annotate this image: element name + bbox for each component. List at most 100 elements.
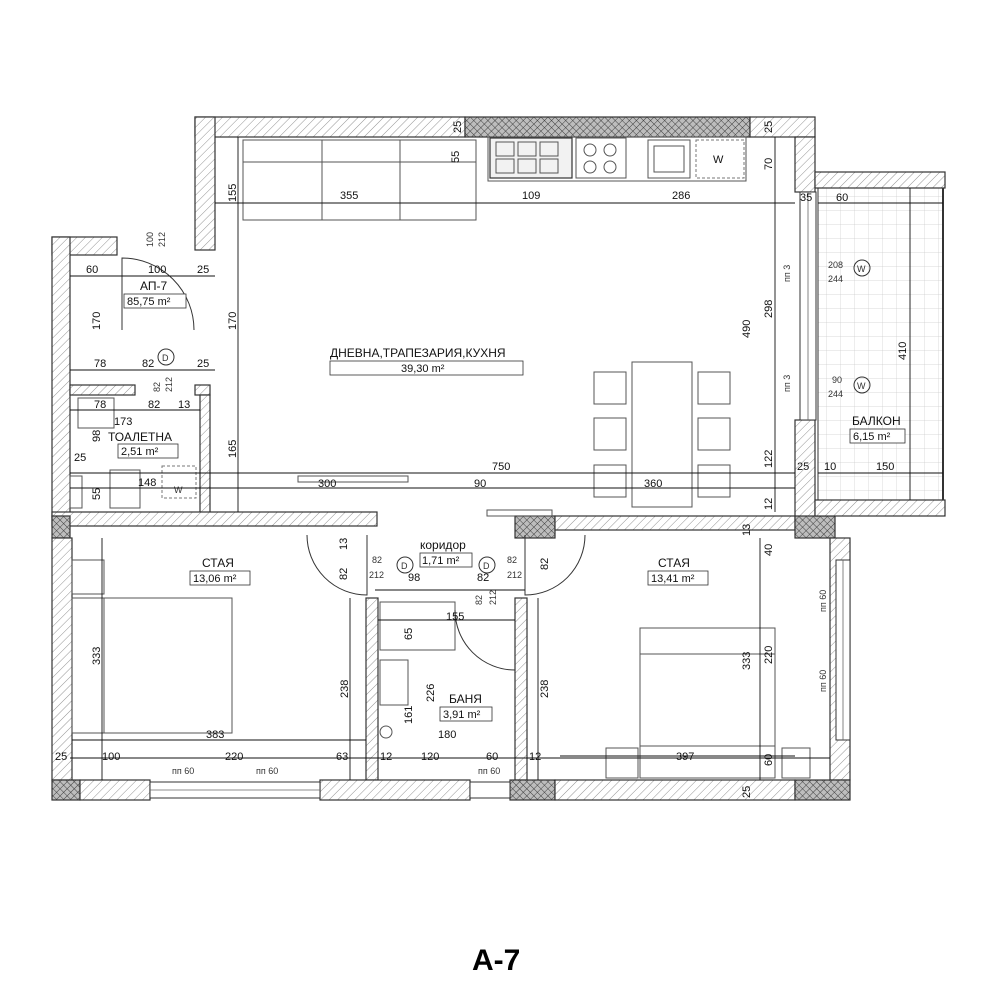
dim-bot-100: 100 <box>102 751 120 763</box>
dim-left-170a: 170 <box>91 312 103 330</box>
dim-pp3a: пп 3 <box>782 265 792 282</box>
dim-top-355: 355 <box>340 190 358 202</box>
cabinet-cell-6 <box>539 158 559 174</box>
room-left-name: СТАЯ <box>202 556 234 570</box>
bath-name: БАНЯ <box>449 692 482 706</box>
dim-bot-63: 63 <box>336 751 348 763</box>
dim-cor-82f: 82 <box>474 595 484 605</box>
wall-living-right-top <box>794 136 816 193</box>
wall-top-mid <box>464 116 751 138</box>
dim-cor-82b: 82 <box>477 572 489 584</box>
dim-top-286: 286 <box>672 190 690 202</box>
unit-name: АП-7 <box>140 279 167 293</box>
tv-unit <box>297 475 409 483</box>
toilet-name: ТОАЛЕТНА <box>108 430 172 444</box>
chair-1 <box>593 371 627 405</box>
unit-area: 85,75 m² <box>127 296 171 308</box>
wall-middle-left <box>51 511 378 527</box>
wall-bottom-1 <box>79 779 151 801</box>
doors <box>121 257 586 671</box>
dim-cor-212a: 212 <box>369 570 384 580</box>
walls <box>51 116 851 801</box>
wall-outer-left <box>51 236 71 518</box>
dim-right-490: 490 <box>741 320 753 338</box>
wall-bottom-3 <box>509 779 556 801</box>
room-left-area-box <box>189 570 251 586</box>
dim-mid-300: 300 <box>318 478 336 490</box>
wall-toilet-top-right <box>194 384 211 396</box>
dim-win-208: 208 <box>828 260 843 270</box>
dim-pp60d: пп 60 <box>818 590 828 612</box>
dim-d-82v: 82 <box>152 382 162 392</box>
chair-3 <box>593 464 627 498</box>
wall-bath-right <box>514 597 528 781</box>
toilet-washer-box <box>161 465 197 499</box>
sofa <box>242 139 477 221</box>
dim-row-25c: 25 <box>197 358 209 370</box>
dim-bal-60: 60 <box>836 192 848 204</box>
dim-top-55: 55 <box>450 151 462 163</box>
living-area: 39,30 m² <box>401 363 445 375</box>
toilet-area-box <box>117 443 179 459</box>
dim-bot-60: 60 <box>486 751 498 763</box>
wall-column-right <box>794 515 836 539</box>
wall-room-left-outer <box>51 537 73 781</box>
dim-right-298: 298 <box>763 300 775 318</box>
wall-bottom-corner-left <box>51 779 81 801</box>
living-area-box <box>329 360 524 376</box>
corridor-area: 1,71 m² <box>422 555 460 567</box>
dim-top-70: 70 <box>763 158 775 170</box>
dim-b-180: 180 <box>438 729 456 741</box>
room-left-area: 13,06 m² <box>193 573 237 585</box>
wall-living-left <box>194 116 216 251</box>
entry-door-arc <box>121 257 195 331</box>
dim-cor-40: 40 <box>763 544 775 556</box>
balcony-area-box <box>849 428 906 444</box>
chair-2 <box>593 417 627 451</box>
dim-left-170b: 170 <box>227 312 239 330</box>
chair-6 <box>697 464 731 498</box>
kitchen-counter <box>487 136 747 182</box>
bed-left-pillows <box>71 597 105 734</box>
door-symbol-bath-label: D <box>483 561 490 571</box>
chair-5 <box>697 417 731 451</box>
dim-rr-60: 60 <box>763 754 775 766</box>
dim-bal-35: 35 <box>800 192 812 204</box>
dim-row-82b: 82 <box>148 399 160 411</box>
bath-toilet <box>379 725 393 739</box>
dim-cor-82a: 82 <box>372 555 382 565</box>
dim-rl-333: 333 <box>91 647 103 665</box>
burner-4 <box>603 160 617 174</box>
wardrobe-right <box>639 745 776 779</box>
dim-entry-25: 25 <box>197 264 209 276</box>
dim-left-155: 155 <box>227 184 239 202</box>
dim-bot-12b: 12 <box>529 751 541 763</box>
window-symbol-1 <box>853 259 871 277</box>
sink-basin <box>653 145 685 173</box>
dim-rr-333: 333 <box>741 652 753 670</box>
dim-b-238: 238 <box>539 680 551 698</box>
dim-cor-13: 13 <box>338 538 350 550</box>
burner-1 <box>583 143 597 157</box>
wall-bottom-corner-right <box>794 779 851 801</box>
balcony-floor <box>817 187 944 515</box>
toilet-sink <box>77 397 115 429</box>
dim-bal-10: 10 <box>824 461 836 473</box>
dim-pp60a: пп 60 <box>172 766 194 776</box>
nightstand-right-1 <box>605 747 639 779</box>
dim-left-165: 165 <box>227 440 239 458</box>
dim-entry-60: 60 <box>86 264 98 276</box>
dim-top-25b: 25 <box>763 121 775 133</box>
dim-bal-150: 150 <box>876 461 894 473</box>
dim-rr-220: 220 <box>763 646 775 664</box>
dim-bot-12a: 12 <box>380 751 392 763</box>
room-labels: ДНЕВНА,ТРАПЕЗАРИЯ,КУХНЯ 39,30 m² АП-7 85… <box>108 279 906 722</box>
bath-sink <box>379 659 409 706</box>
window-symbol-1-label: W <box>857 264 866 274</box>
dim-b-226: 226 <box>425 684 437 702</box>
dimension-lines <box>70 137 943 780</box>
fridge-cabinet <box>489 137 573 179</box>
wall-middle-right <box>554 515 796 531</box>
kitchen: W <box>242 136 747 508</box>
toilet-area: 2,51 m² <box>121 446 159 458</box>
